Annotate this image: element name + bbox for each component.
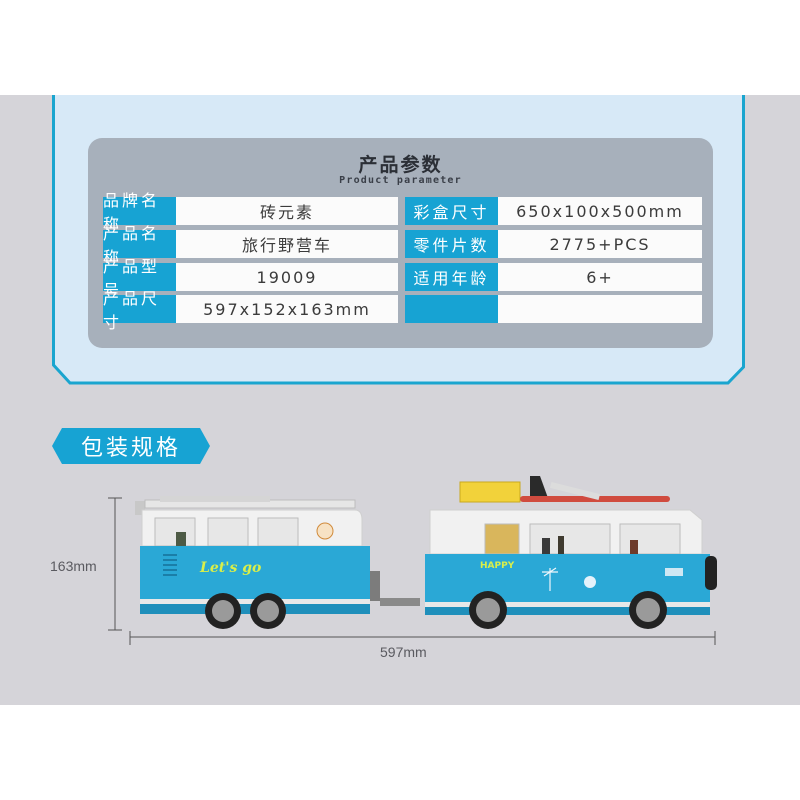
param-row-model: 产品型号 19009 (103, 257, 398, 300)
parameter-subtitle: Product parameter (339, 175, 462, 186)
camper-van-graphic: Let's go (135, 476, 717, 629)
camper-van-illustration: Let's go (130, 476, 720, 636)
label-age: 适用年龄 (405, 263, 498, 291)
param-row-piece-count: 零件片数 2775+PCS (405, 230, 702, 258)
value-product-name: 旅行野营车 (176, 230, 398, 258)
value-piece-count: 2775+PCS (498, 230, 702, 258)
param-row-brand: 品牌名称 砖元素 (103, 191, 398, 234)
value-empty (498, 295, 702, 323)
param-row-empty (405, 295, 702, 323)
value-model-number: 19009 (176, 263, 398, 291)
trailer: Let's go (135, 496, 420, 629)
param-row-age: 适用年龄 6+ (405, 263, 702, 291)
param-row-box-size: 彩盒尺寸 650x100x500mm (405, 197, 702, 225)
packaging-heading: 包装规格 (80, 436, 181, 461)
length-dimension-label: 597mm (380, 644, 427, 660)
label-box-size: 彩盒尺寸 (405, 197, 498, 225)
param-row-product-name: 产品名称 旅行野营车 (103, 224, 398, 267)
van: HAPPY (425, 476, 717, 629)
param-row-product-size: 产品尺寸 597x152x163mm (103, 289, 398, 332)
packaging-heading-badge: 包装规格 (52, 428, 210, 464)
label-empty (405, 295, 498, 323)
value-age: 6+ (498, 263, 702, 291)
value-box-size: 650x100x500mm (498, 197, 702, 225)
parameter-title: 产品参数 (358, 154, 443, 176)
height-dimension-label: 163mm (50, 558, 97, 574)
lets-go-decal: Let's go (199, 560, 261, 576)
happy-decal: HAPPY (480, 561, 515, 571)
value-product-size: 597x152x163mm (176, 295, 398, 323)
value-brand-name: 砖元素 (176, 197, 398, 225)
label-product-size: 产品尺寸 (103, 289, 176, 332)
badge-shape (52, 428, 210, 464)
label-piece-count: 零件片数 (405, 230, 498, 258)
